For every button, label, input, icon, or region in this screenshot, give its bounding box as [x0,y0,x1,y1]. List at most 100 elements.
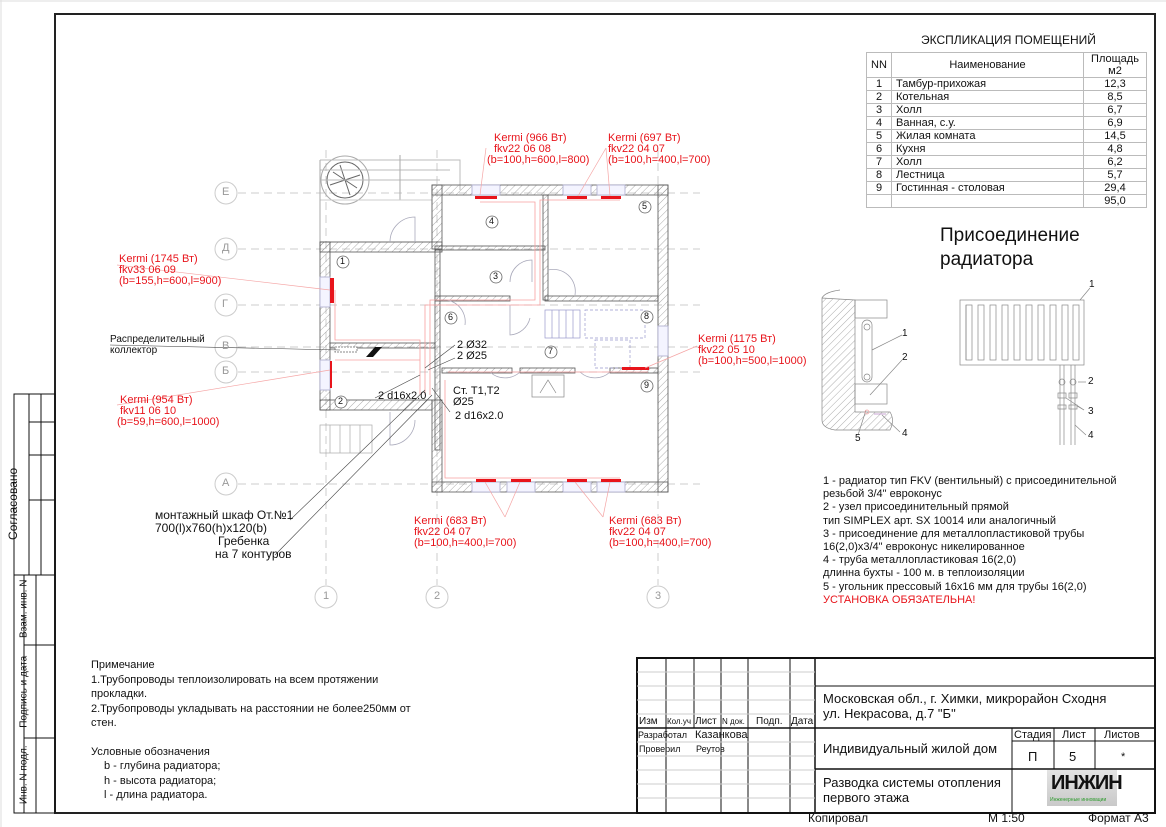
windows [319,184,669,493]
callout-4-front: 4 [1088,430,1094,441]
legend-item: h - высота радиатора; [104,774,217,787]
row-number: 4 [866,116,892,130]
riser-label-line2: Ø25 [453,396,474,408]
side-stamp-sign-date: Подпись и дата [18,655,30,728]
legend-line: тип SIMPLEX арт. SX 10014 или аналогичны… [823,514,1056,527]
radiator-dims: (b=100,h=400,l=700) [414,537,517,549]
callout-2-side: 2 [902,352,908,363]
room-number: 1 [340,256,346,266]
radiator-model: fkv22 06 08 [494,143,551,155]
stage-label: Стадия [1014,729,1052,741]
room-number: 3 [493,271,499,281]
address-line1: Московская обл., г. Химки, микрорайон Сх… [823,691,1107,706]
radiator-model: fkv22 04 07 [608,143,665,155]
col-header-date: Дата [791,716,814,727]
radiator-mark [475,196,497,199]
annotation-leaders [109,344,456,556]
radiator-mark [330,278,334,303]
copied-label: Копировал [808,811,869,825]
connection-title-line2: радиатора [940,249,1034,270]
header-nn: NN [866,52,892,78]
legend-line: 1 - радиатор тип FKV (вентильный) с прис… [823,475,1117,487]
pipe-label-25: 2 Ø25 [457,350,487,362]
stage-value: П [1028,749,1038,764]
callout-3-front: 3 [1088,406,1094,417]
company-logo: ИНЖИН Инженерные инновации [1047,770,1123,806]
stairs [319,309,646,454]
radiator-model: fkv22 04 07 [609,526,666,538]
radiator-model: fkv22 04 07 [414,526,471,538]
radiator-dims: (b=100,h=500,l=1000) [698,355,807,367]
room-number: 9 [644,380,650,390]
side-stamp [13,393,56,814]
address-line2: ул. Некрасова, д.7 "Б" [823,706,956,721]
riser-label-line1: Ст. Т1,Т2 [453,385,500,397]
row-name: Гостинная - столовая [891,181,1084,195]
radiator-label: Kermi (954 Вт) fkv11 06 10 (b=59,h=600,l… [117,395,219,428]
radiator-mark [330,361,332,388]
radiator-brand: Kermi (683 Вт) [609,515,682,527]
room-number: 5 [642,201,648,211]
collector-label-line1: Распределительный [110,334,205,345]
axis-label-3: 3 [655,590,662,602]
row-number: 6 [866,142,892,156]
radiator-mark [601,196,621,199]
legend-line: 2 - узел присоединительный прямой [823,501,1009,514]
sheet-label: Лист [1062,729,1086,741]
legend-line: длинна бухты - 100 м. в теплоизоляции [823,567,1025,580]
side-stamp-agreed: Согласовано [6,467,21,540]
row-area: 5,7 [1083,168,1147,182]
radiator-mark [511,479,531,482]
row-area: 29,4 [1083,181,1147,195]
pipe-label-32: 2 Ø32 [457,339,487,351]
row-number: 3 [866,103,892,117]
row-name: Котельная [891,90,1084,104]
manifold-label: Гребенка на 7 контуров [215,535,292,561]
header-area: Площадь м2 [1083,52,1147,78]
row-number: 2 [866,90,892,104]
radiator-mark [476,479,496,482]
callout-1-side: 1 [902,328,908,339]
collector-label: Распределительный коллектор [110,334,205,356]
collector-label-line2: коллектор [110,345,158,356]
sheet-value: 5 [1069,749,1077,764]
connection-title: Присоединение радиатора [940,224,1080,272]
radiator-label: Kermi (697 Вт) fkv22 04 07 (b=100,h=400,… [608,133,710,166]
notes-title: Примечание [91,659,155,671]
title-block-grid [636,657,1156,814]
format-label: Формат А3 [1088,811,1149,825]
row-area: 6,9 [1083,116,1147,130]
row-number: 7 [866,155,892,169]
callout-4-side: 4 [902,428,908,439]
axis-label-d: Д [222,242,230,254]
radiator-brand: Kermi (1745 Вт) [119,253,198,265]
legend-line: 4 - труба металлопластиковая 16(2,0) [823,554,1017,567]
radiator-label: Kermi (683 Вт) fkv22 04 07 (b=100,h=400,… [414,516,516,549]
row-name: Жилая комната [891,129,1084,143]
row-name: Тамбур-прихожая [891,77,1084,91]
riser-label: Ст. Т1,Т2 Ø25 [453,386,500,408]
total-area: 95,0 [1083,194,1147,208]
callout-2-front: 2 [1088,376,1094,387]
logo-subtitle: Инженерные инновации [1050,797,1107,803]
developed-name: Казанкова [695,729,748,741]
drawing-title: Разводка системы отопления первого этажа [823,775,1001,805]
note-line: стен. [91,717,117,729]
drawing-title-line1: Разводка системы отопления [823,775,1001,790]
axis-label-a: А [222,477,230,489]
side-stamp-replace: Взам. инв. N [18,579,30,638]
radiator-leaders [116,147,698,518]
radiator-mark [622,367,649,370]
cabinet-label-line1: монтажный шкаф От.№1 [155,508,294,522]
row-area: 12,3 [1083,77,1147,91]
radiator-label: Kermi (1745 Вт) fkv33 06 09 (b=155,h=600… [119,254,221,287]
checked-name: Реутов [696,744,725,754]
legend-line: 5 - угольник прессовый 16х16 мм для труб… [823,580,1087,593]
